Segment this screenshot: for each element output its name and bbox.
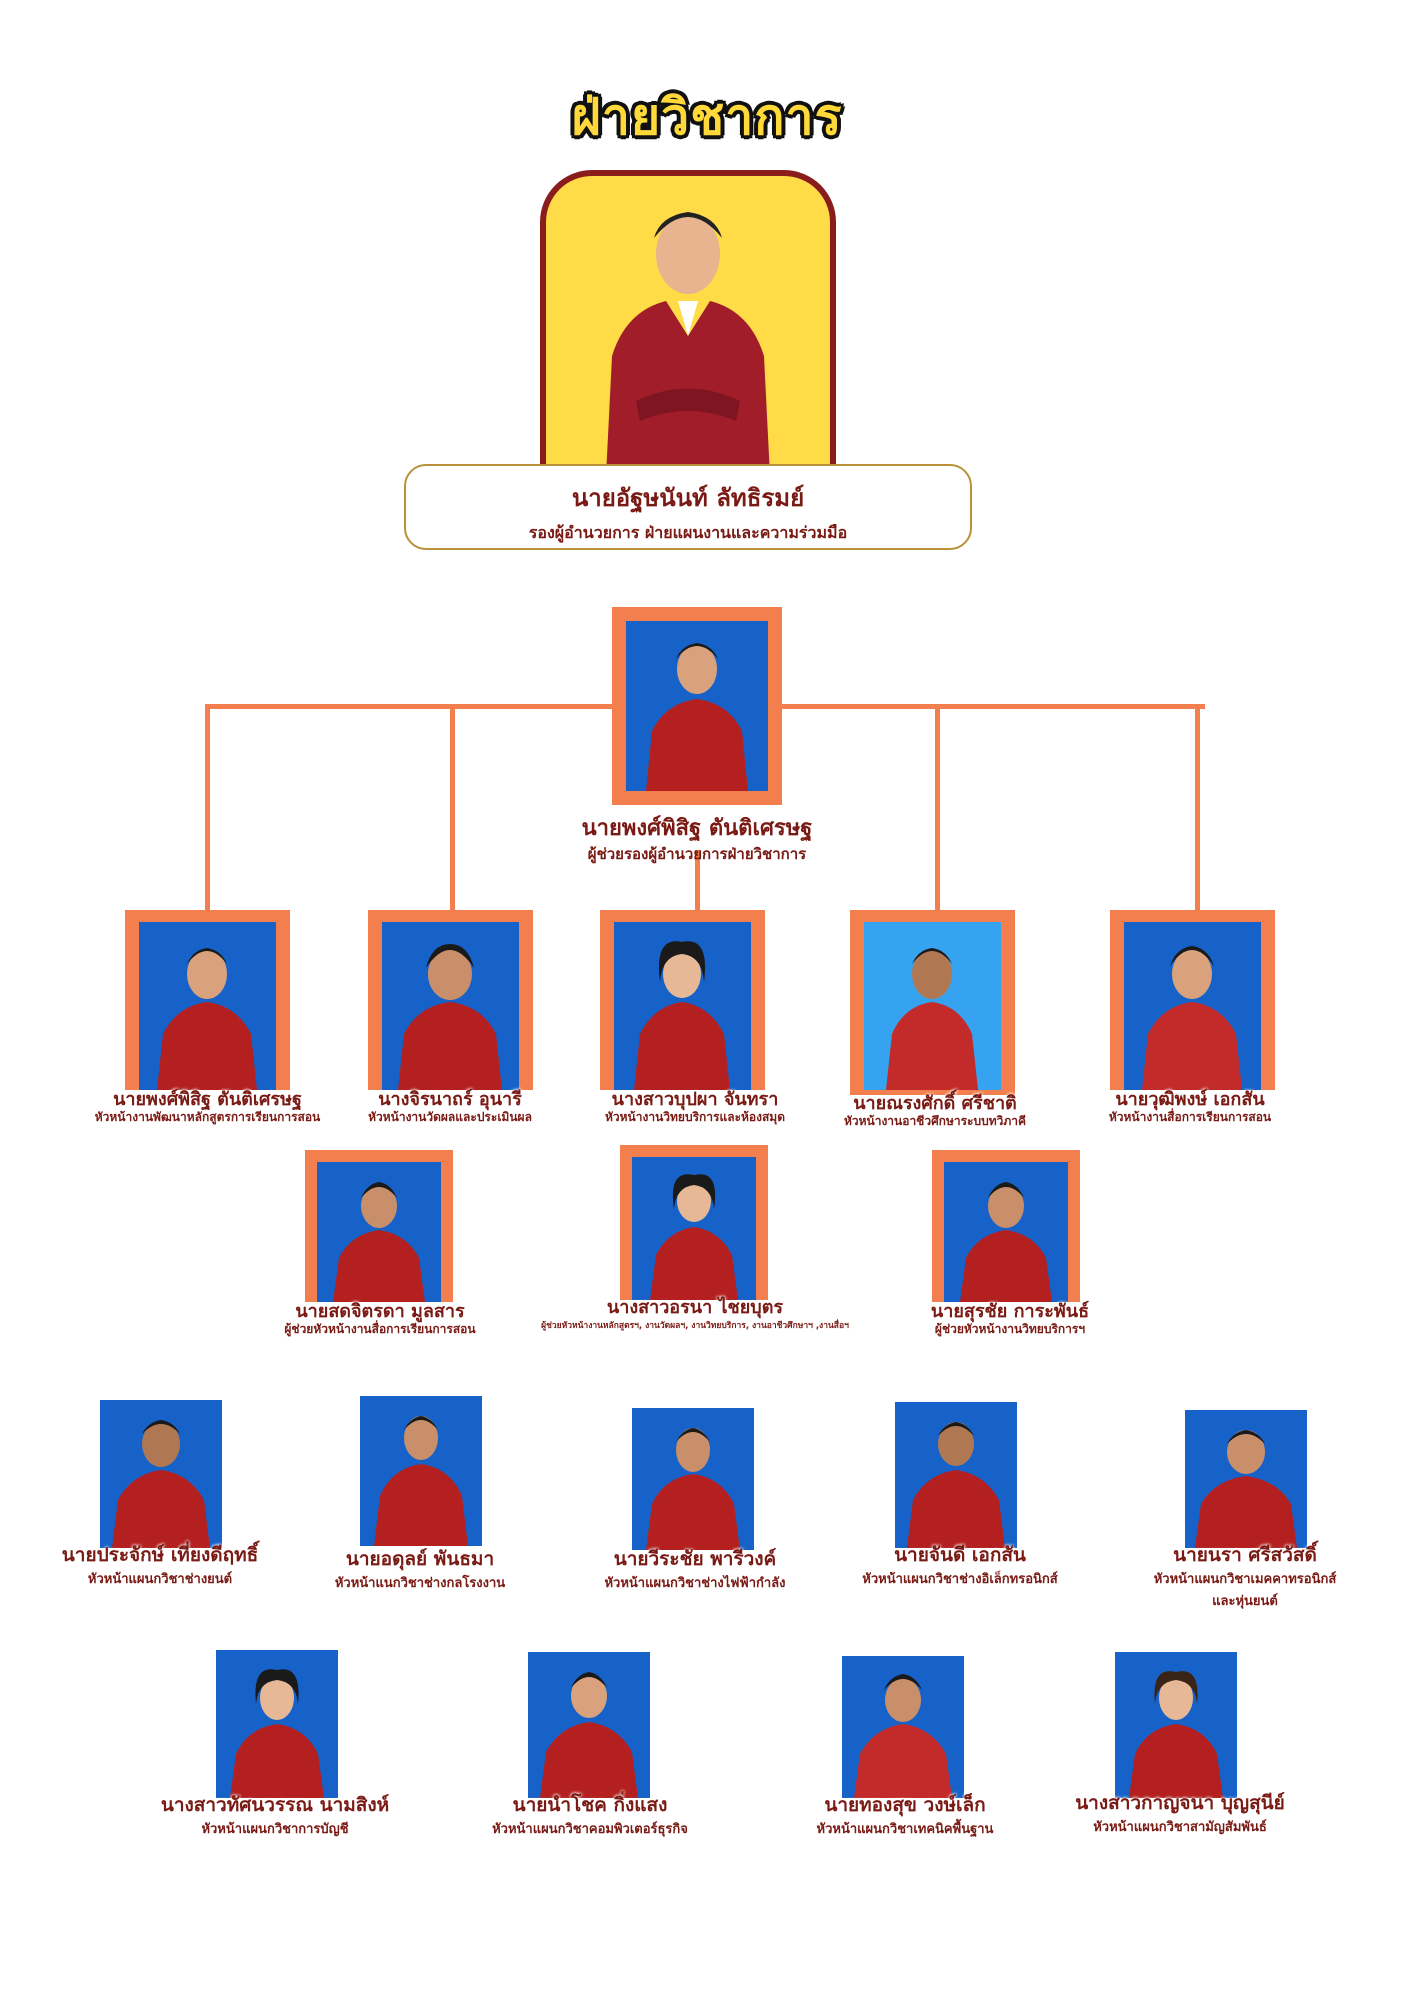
dept-head-name: นายประจักษ์ เที่ยงดีฤทธิ์ (61, 1544, 259, 1566)
section-head-role: หัวหน้างานสื่อการเรียนการสอน (1108, 1110, 1272, 1124)
person-silhouette-icon (650, 1174, 738, 1300)
section-head-photo (1110, 910, 1275, 1090)
dept-head-role: หัวหน้าแผนกวิชาคอมพิวเตอร์ธุรกิจ (492, 1822, 688, 1837)
connector-drop-3 (695, 850, 700, 910)
dept-head-photo (1185, 1410, 1307, 1548)
assistant-row-photo (305, 1150, 453, 1302)
dept-head-photo (1115, 1652, 1237, 1798)
dept-head-name: นายนำโชค กิ่งแสง (512, 1794, 668, 1816)
dept-head-role: หัวหน้าแผนกวิชาการบัญชี (201, 1822, 349, 1837)
person-silhouette-icon (886, 948, 978, 1090)
dept-head-role: หัวหน้าแผนกวิชาสามัญสัมพันธ์ (1093, 1820, 1267, 1835)
section-head-photo (125, 910, 290, 1090)
assistant-row-photo (932, 1150, 1080, 1302)
assistant-role: ผู้ช่วยรองผู้อำนวยการฝ่ายวิชาการ (587, 845, 807, 863)
section-head-photo (850, 910, 1015, 1095)
person-silhouette-icon (907, 1422, 1005, 1548)
section-head-name: นายพงศ์พิสิฐ ตันติเศรษฐ (113, 1089, 302, 1110)
dept-head-role: หัวหน้าแนกวิชาช่างกลโรงงาน (334, 1576, 506, 1591)
dept-head-name: นายนรา ศรีสวัสดิ์ (1173, 1544, 1317, 1566)
dept-head-photo (216, 1650, 338, 1798)
dept-head-name: นางสาวกาญจนา บุญสุนีย์ (1075, 1792, 1285, 1814)
dept-head-name: นางสาวทัศนวรรณ นามสิงห์ (160, 1794, 390, 1816)
connector-drop-5 (1195, 704, 1200, 910)
assistant-photo (612, 607, 782, 805)
section-head-photo (600, 910, 765, 1090)
person-silhouette-icon (112, 1420, 210, 1548)
dept-head-photo (895, 1402, 1017, 1548)
dept-head-role: หัวหน้าแผนกวิชาเมคคาทรอนิกส์ (1153, 1572, 1337, 1587)
dept-head-role: หัวหน้าแผนกวิชาช่างไฟฟ้ากำลัง (604, 1576, 786, 1591)
section-head-role: หัวหน้างานอาชีวศึกษาระบบทวิภาคี (843, 1114, 1027, 1128)
section-head-name: นายวุฒิพงษ์ เอกสัน (1115, 1089, 1265, 1110)
assistant-row-role: ผู้ช่วยหัวหน้างานสื่อการเรียนการสอน (284, 1322, 476, 1336)
person-silhouette-icon (1195, 1430, 1297, 1548)
dept-head-name: นายอดุลย์ พันธมา (345, 1548, 495, 1570)
person-silhouette-icon (398, 944, 502, 1090)
assistant-row-role: ผู้ช่วยหัวหน้างานหลักสูตรฯ, งานวัดผลฯ, ง… (541, 1321, 849, 1331)
assistant-row-role: ผู้ช่วยหัวหน้างานวิทยบริการฯ (934, 1322, 1086, 1336)
dept-head-name: นายวีระชัย พารีวงค์ (613, 1548, 777, 1570)
section-head-photo (368, 910, 533, 1090)
person-silhouette-icon (157, 948, 257, 1090)
assistant-name: นายพงศ์พิสิฐ ตันติเศรษฐ (581, 816, 813, 841)
dept-head-photo (100, 1400, 222, 1548)
dept-head-role: หัวหน้าแผนกวิชาเทคนิคพื้นฐาน (816, 1822, 994, 1837)
section-head-name: นางจิรนาถร์ อุนารี (378, 1089, 522, 1110)
dept-head-name: นายจันดี เอกสัน (894, 1544, 1026, 1566)
connector-drop-2 (450, 704, 455, 910)
head-info-box: นายอัฐษนันท์ ลัทธิรมย์ รองผู้อำนวยการ ฝ่… (404, 464, 972, 550)
section-head-role: หัวหน้างานพัฒนาหลักสูตรการเรียนการสอน (94, 1110, 321, 1124)
person-silhouette-icon (854, 1674, 952, 1798)
dept-head-role: หัวหน้าแผนกวิชาช่างยนต์ (87, 1572, 233, 1587)
section-head-role: หัวหน้างานวิทยบริการและห้องสมุด (604, 1110, 786, 1124)
assistant-row-name: นายสุรชัย การะพันธ์ (930, 1301, 1090, 1322)
section-head-name: นายณรงศักดิ์ ศรีชาติ (853, 1093, 1017, 1114)
head-name: นายอัฐษนันท์ ลัทธิรมย์ (571, 484, 805, 512)
dept-head-role-line2: และหุ่นยนต์ (1212, 1594, 1278, 1609)
dept-head-photo (632, 1408, 754, 1550)
page-title: ฝ่ายวิชาการ (571, 88, 843, 146)
assistant-row-name: นายสดจิตรดา มูลสาร (295, 1301, 465, 1322)
person-silhouette-icon (634, 941, 730, 1090)
dept-head-photo (360, 1396, 482, 1546)
person-silhouette-icon (333, 1182, 425, 1302)
person-silhouette-icon (230, 1669, 324, 1798)
dept-head-name: นายทองสุข วงษ์เล็ก (824, 1794, 986, 1816)
person-silhouette-icon (540, 1672, 638, 1798)
dept-head-photo (528, 1652, 650, 1798)
assistant-row-name: นางสาวอรนา ไชยบุตร (606, 1297, 784, 1318)
section-head-name: นางสาวบุปผา จันทรา (611, 1089, 779, 1110)
dept-head-role: หัวหน้าแผนกวิชาช่างอิเล็กทรอนิกส์ (862, 1572, 1058, 1587)
person-silhouette-icon (960, 1182, 1052, 1302)
person-silhouette-icon (374, 1416, 468, 1546)
person-silhouette-icon (1129, 1671, 1223, 1798)
dept-head-photo (842, 1656, 964, 1798)
assistant-row-photo (620, 1145, 768, 1300)
person-silhouette-icon (646, 643, 748, 791)
connector-drop-1 (205, 704, 210, 910)
person-silhouette-icon (606, 212, 770, 470)
section-head-role: หัวหน้างานวัดผลและประเมินผล (368, 1110, 532, 1124)
head-photo (540, 170, 836, 470)
person-silhouette-icon (646, 1428, 740, 1550)
connector-drop-4 (935, 704, 940, 910)
person-silhouette-icon (1142, 946, 1242, 1090)
head-role: รองผู้อำนวยการ ฝ่ายแผนงานและความร่วมมือ (528, 523, 848, 542)
